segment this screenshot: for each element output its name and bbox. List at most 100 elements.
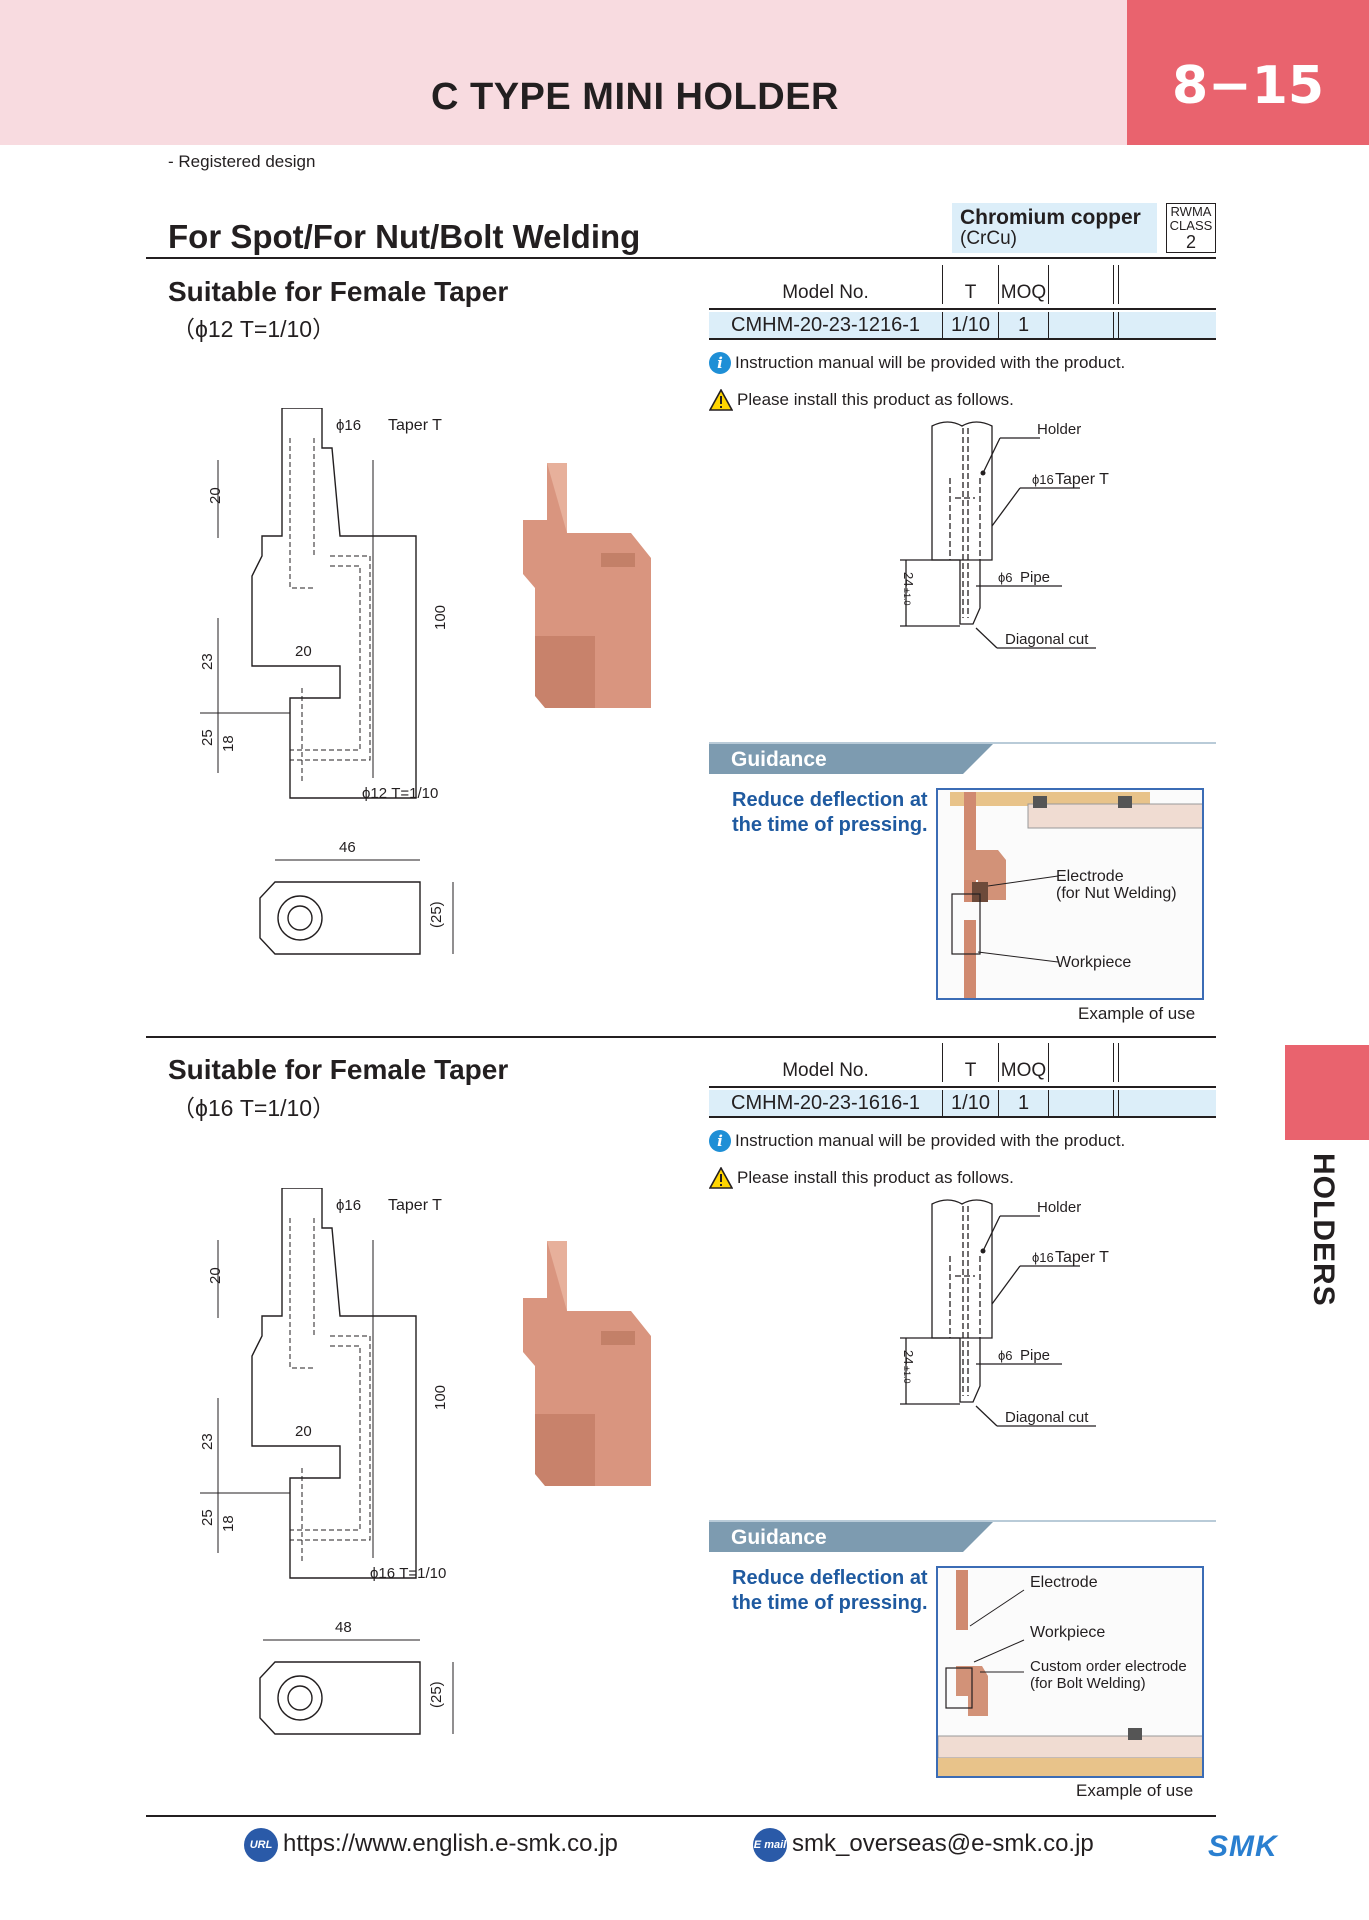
taper-phi-label: ϕ16 [1032,1250,1054,1265]
guidance-description: Reduce deflection at the time of pressin… [732,1567,928,1614]
material-box [952,203,1157,253]
info-icon: i [709,1130,731,1152]
dim-18: 18 [220,735,237,752]
taper-phi-label: ϕ16 [1032,472,1054,487]
dim-25: 25 [199,1509,216,1526]
header-t: T [943,1043,999,1082]
install-diagram: Holder ϕ16 Taper T ϕ6 Pipe Diagonal cut … [900,421,1109,649]
header-model: Model No. [709,265,943,304]
taper-value: 1/10 [943,1090,999,1116]
custom-electrode-label: Custom order electrode [1030,1658,1187,1675]
mail-icon: E mail [753,1828,787,1862]
instruction-note: i Instruction manual will be provided wi… [709,352,1125,374]
bolt-welding-label: (for Bolt Welding) [1030,1675,1146,1692]
holder-label: Holder [1037,421,1081,438]
side-label: HOLDERS [1307,1153,1340,1307]
model-number: CMHM-20-23-1216-1 [709,312,943,338]
header-band [0,0,1127,145]
dim-24: 24 [901,1350,916,1364]
diagonal-cut-label: Diagonal cut [1005,631,1089,648]
table-header-row: Model No. T MOQ [709,1043,1216,1088]
dim-25: 25 [199,729,216,746]
guidance-title: Guidance [731,748,827,771]
install-text: Please install this product as follows. [737,1168,1014,1187]
taper-t-label: Taper T [388,1197,442,1214]
nut-welding-label: (for Nut Welding) [1056,885,1177,902]
width-dim: 48 [335,1619,352,1636]
rwma-class-box: RWMA CLASS 2 [1166,203,1216,253]
header-t: T [943,265,999,304]
page-number-box [1127,0,1369,145]
bottom-taper-label: ϕ12 T=1/10 [362,785,438,802]
instruction-note: i Instruction manual will be provided wi… [709,1130,1125,1152]
rwma-class-label: CLASS [1169,218,1213,233]
warning-icon [709,1167,733,1189]
model-number: CMHM-20-23-1616-1 [709,1090,943,1116]
pipe-phi-label: ϕ6 [998,1348,1013,1363]
page-number: 8−15 [1171,56,1325,116]
technical-drawing: 20 20 23 25 18 100 ϕ16 Taper T ϕ16 T=1/1… [199,1188,449,1582]
taper-t-label: Taper T [388,417,442,434]
dim-tolerance: ±1.0 [902,1366,912,1383]
instruction-text: Instruction manual will be provided with… [735,353,1126,372]
header-moq: MOQ [999,1043,1049,1082]
moq-value: 1 [999,1090,1049,1116]
example-caption: Example of use [1078,1004,1196,1023]
heading-rule [146,257,1216,259]
page-title: C TYPE MINI HOLDER [430,76,840,118]
taper-label: Taper T [1055,471,1109,488]
info-icon: i [709,352,731,374]
table-row: CMHM-20-23-1216-1 1/10 1 [709,312,1216,340]
dim-18: 18 [220,1515,237,1532]
smk-engraving [601,1331,635,1345]
depth-dim: (25) [428,1681,445,1708]
diagonal-cut-label: Diagonal cut [1005,1409,1089,1426]
section-2-subheading: （ϕ16 T=1/10） [172,1095,336,1121]
dim-23: 23 [199,1433,216,1450]
product-image [523,463,651,708]
example-photo: Electrode Workpiece Custom order electro… [936,1566,1204,1778]
taper-value: 1/10 [943,312,999,338]
website-link[interactable]: https://www.english.e-smk.co.jp [283,1830,618,1857]
dim-20-horizontal: 20 [295,1423,312,1440]
section-1-heading: Suitable for Female Taper [168,276,509,307]
phi16-label: ϕ16 [336,1197,361,1214]
footer-rule [146,1815,1216,1817]
install-text: Please install this product as follows. [737,390,1014,409]
section-divider [146,1036,1216,1038]
dim-24: 24 [901,572,916,586]
plan-view-drawing: 46 (25) [259,839,454,955]
install-note: Please install this product as follows. [709,389,1014,411]
width-dim: 46 [339,839,356,856]
product-image [523,1241,651,1486]
phi16-label: ϕ16 [336,417,361,434]
dim-100: 100 [432,605,449,630]
dim-20-horizontal: 20 [295,643,312,660]
guidance-description: Reduce deflection at the time of pressin… [732,789,928,836]
workpiece-label: Workpiece [1056,954,1132,971]
registered-note: - Registered design [168,152,316,171]
instruction-text: Instruction manual will be provided with… [735,1131,1126,1150]
material-name: Chromium copper [960,206,1141,229]
technical-drawing: 20 20 23 25 18 100 ϕ16 Taper T ϕ12 T=1/1… [199,408,449,802]
dim-20-vertical: 20 [207,1267,224,1284]
guidance-title: Guidance [731,1526,827,1549]
dim-23: 23 [199,653,216,670]
table-row: CMHM-20-23-1616-1 1/10 1 [709,1090,1216,1118]
rwma-class-value: 2 [1185,232,1196,252]
pipe-label: Pipe [1020,569,1050,586]
section-2-heading: Suitable for Female Taper [168,1054,509,1085]
side-tab [1285,1045,1369,1140]
rwma-label: RWMA [1170,204,1212,219]
guidance-band [709,1522,993,1552]
dim-20-vertical: 20 [207,487,224,504]
section-1-subheading: （ϕ12 T=1/10） [172,316,336,342]
email-link[interactable]: smk_overseas@e-smk.co.jp [792,1830,1094,1857]
example-caption: Example of use [1076,1781,1194,1800]
plan-view-drawing: 48 (25) [259,1619,454,1735]
material-formula: (CrCu) [960,228,1017,249]
example-photo: Electrode (for Nut Welding) Workpiece [936,788,1204,1000]
smk-engraving [601,553,635,567]
install-note: Please install this product as follows. [709,1167,1014,1189]
warning-icon [709,389,733,411]
